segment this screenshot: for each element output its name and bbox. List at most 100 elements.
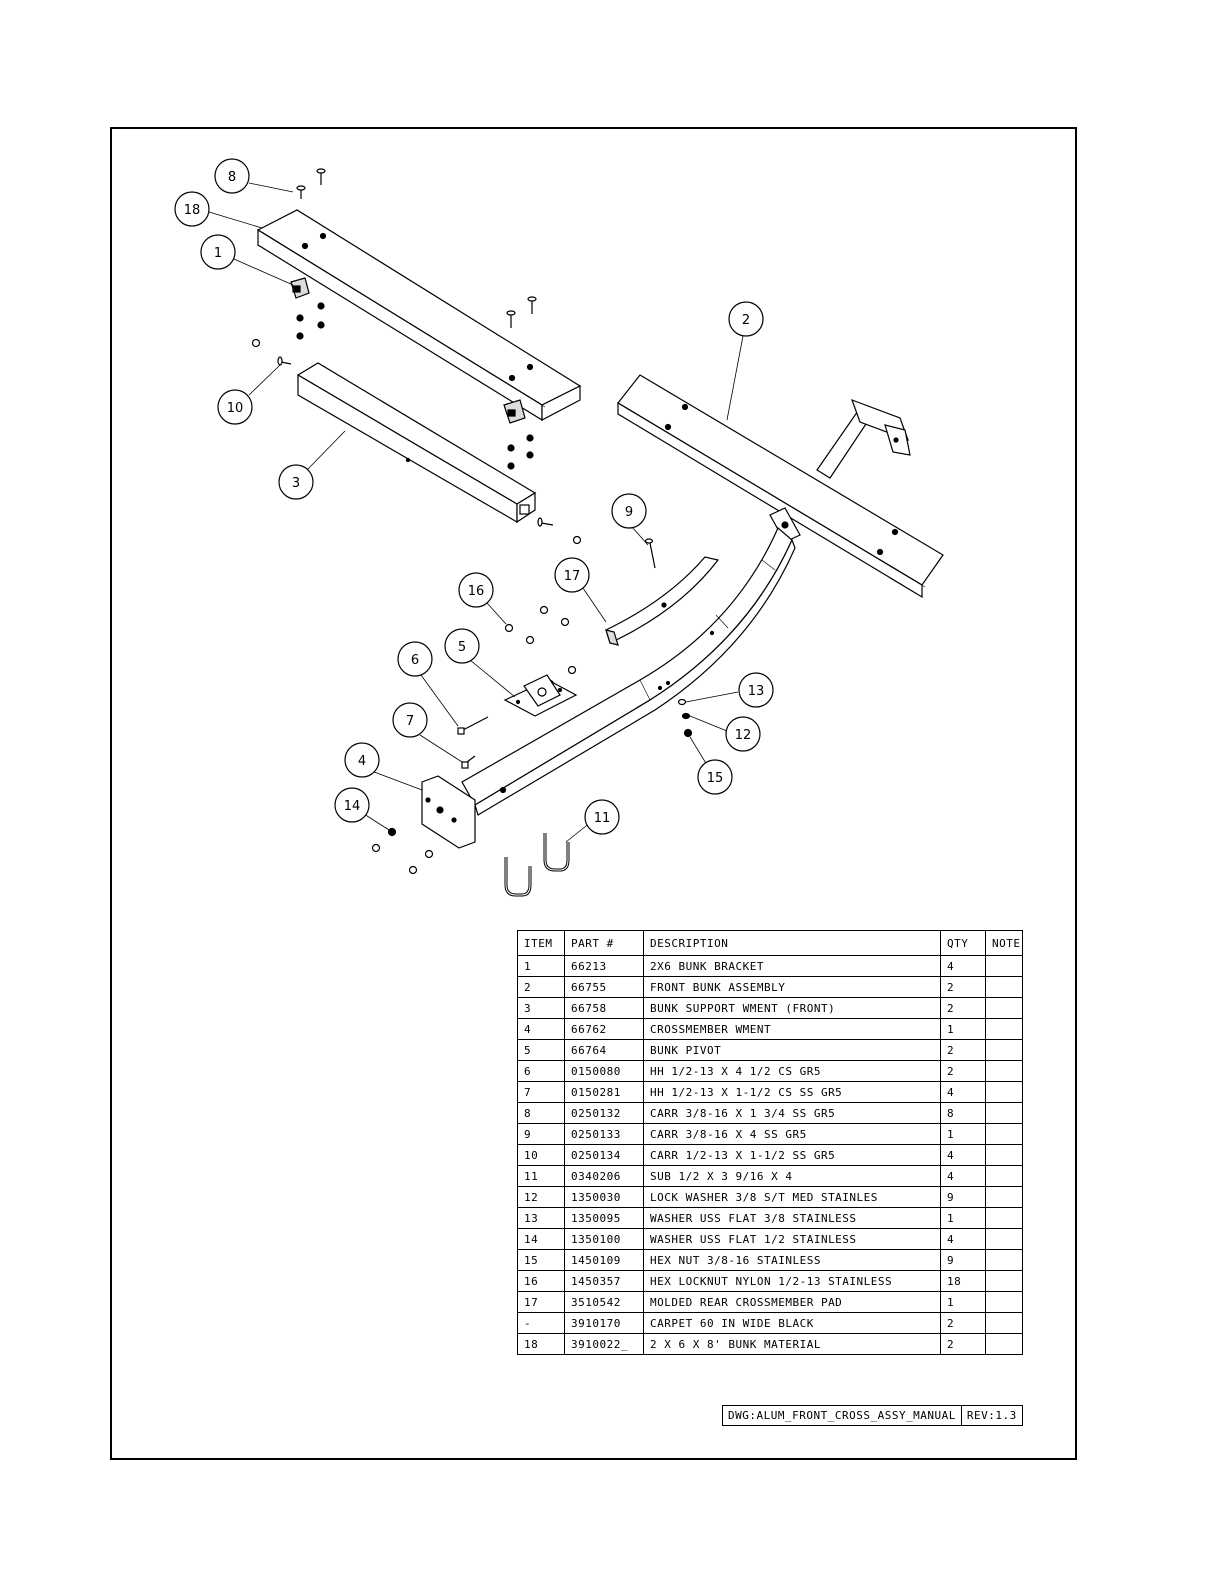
bom-cell-part: 1450109 xyxy=(564,1249,644,1271)
revision-label: REV:1.3 xyxy=(960,1406,1022,1425)
bom-cell-description: HEX NUT 3/8-16 STAINLESS xyxy=(643,1249,941,1271)
bom-cell-description: WASHER USS FLAT 3/8 STAINLESS xyxy=(643,1207,941,1229)
washers-part-14 xyxy=(371,827,434,875)
bom-cell-description: SUB 1/2 X 3 9/16 X 4 xyxy=(643,1165,941,1187)
bom-cell-note xyxy=(985,1249,1023,1271)
svg-text:15: 15 xyxy=(707,771,724,786)
title-block: DWG:ALUM_FRONT_CROSS_ASSY_MANUAL REV:1.3 xyxy=(722,1405,1023,1426)
bom-cell-qty: 2 xyxy=(940,1039,986,1061)
bom-cell-note xyxy=(985,1270,1023,1292)
svg-text:3: 3 xyxy=(292,476,300,491)
bom-cell-item: 10 xyxy=(517,1144,565,1166)
bom-cell-note xyxy=(985,1312,1023,1334)
bom-cell-item: 18 xyxy=(517,1333,565,1355)
bom-cell-description: CARPET 60 IN WIDE BLACK xyxy=(643,1312,941,1334)
bom-cell-note xyxy=(985,1081,1023,1103)
bom-cell-description: HEX LOCKNUT NYLON 1/2-13 STAINLESS xyxy=(643,1270,941,1292)
bom-cell-qty: 1 xyxy=(940,1123,986,1145)
bom-cell-note xyxy=(985,1102,1023,1124)
bom-cell-note xyxy=(985,1228,1023,1250)
callout-5: 5 xyxy=(444,628,480,664)
bom-cell-item: 12 xyxy=(517,1186,565,1208)
callout-balloons: 8 18 1 10 3 2 9 17 16 5 6 7 4 14 13 xyxy=(174,158,774,835)
bom-cell-description: HH 1/2-13 X 4 1/2 CS GR5 xyxy=(643,1060,941,1082)
callout-6: 6 xyxy=(397,641,433,677)
bom-cell-item: 4 xyxy=(517,1018,565,1040)
bunk-pivot-part-5 xyxy=(503,674,578,717)
bom-cell-note xyxy=(985,1123,1023,1145)
callout-2: 2 xyxy=(728,301,764,337)
hex-bolt-part-6 xyxy=(457,716,489,735)
callout-7: 7 xyxy=(392,702,428,738)
callout-8: 8 xyxy=(214,158,250,194)
bom-cell-qty: 9 xyxy=(940,1249,986,1271)
bom-cell-description: CARR 3/8-16 X 1 3/4 SS GR5 xyxy=(643,1102,941,1124)
bom-cell-description: FRONT BUNK ASSEMBLY xyxy=(643,976,941,998)
bom-cell-note xyxy=(985,1165,1023,1187)
bom-cell-qty: 4 xyxy=(940,1165,986,1187)
bunk-board-part-18 xyxy=(256,209,582,422)
bom-cell-part: 3510542 xyxy=(564,1291,644,1313)
bom-cell-part: 66213 xyxy=(564,955,644,977)
callout-16: 16 xyxy=(458,572,494,608)
bom-cell-part: 3910022_ xyxy=(564,1333,644,1355)
svg-text:5: 5 xyxy=(458,640,466,655)
svg-text:13: 13 xyxy=(748,684,765,699)
bom-cell-description: BUNK SUPPORT WMENT (FRONT) xyxy=(643,997,941,1019)
callout-4: 4 xyxy=(344,742,380,778)
bom-cell-part: 0340206 xyxy=(564,1165,644,1187)
svg-text:7: 7 xyxy=(406,714,414,729)
bom-cell-item: 8 xyxy=(517,1102,565,1124)
bom-cell-description: 2 X 6 X 8' BUNK MATERIAL xyxy=(643,1333,941,1355)
bom-cell-item: 11 xyxy=(517,1165,565,1187)
bom-cell-note xyxy=(985,955,1023,977)
bom-cell-part: 66764 xyxy=(564,1039,644,1061)
callout-3: 3 xyxy=(278,464,314,500)
bom-cell-qty: 9 xyxy=(940,1186,986,1208)
bom-cell-part: 0250133 xyxy=(564,1123,644,1145)
bom-cell-note xyxy=(985,1207,1023,1229)
bom-cell-note xyxy=(985,1186,1023,1208)
svg-text:11: 11 xyxy=(594,811,611,826)
bom-cell-item: 15 xyxy=(517,1249,565,1271)
hex-bolt-part-7 xyxy=(461,755,476,769)
callout-17: 17 xyxy=(554,557,590,593)
callout-15: 15 xyxy=(697,759,733,795)
bom-cell-item: 6 xyxy=(517,1060,565,1082)
callout-13: 13 xyxy=(738,672,774,708)
callout-12: 12 xyxy=(725,716,761,752)
locknuts-part-16 xyxy=(504,605,577,689)
bom-cell-part: 0250134 xyxy=(564,1144,644,1166)
bom-cell-description: LOCK WASHER 3/8 S/T MED STAINLES xyxy=(643,1186,941,1208)
bunk-support-part-3 xyxy=(296,362,537,524)
svg-text:4: 4 xyxy=(358,754,366,769)
crossmember-pad-part-17 xyxy=(605,556,720,646)
bom-cell-item: 16 xyxy=(517,1270,565,1292)
bom-cell-note xyxy=(985,1060,1023,1082)
bom-cell-item: 3 xyxy=(517,997,565,1019)
svg-text:2: 2 xyxy=(742,313,750,328)
bom-cell-description: MOLDED REAR CROSSMEMBER PAD xyxy=(643,1291,941,1313)
bom-header-part: PART # xyxy=(564,930,644,956)
bom-header-item: ITEM xyxy=(517,930,565,956)
svg-text:16: 16 xyxy=(468,584,485,599)
bom-cell-item: 17 xyxy=(517,1291,565,1313)
hardware-cluster-upper xyxy=(251,302,582,545)
bom-cell-description: WASHER USS FLAT 1/2 STAINLESS xyxy=(643,1228,941,1250)
bom-cell-part: 0250132 xyxy=(564,1102,644,1124)
bom-cell-part: 1350030 xyxy=(564,1186,644,1208)
bom-cell-qty: 8 xyxy=(940,1102,986,1124)
bom-cell-note xyxy=(985,976,1023,998)
front-bunk-assembly-part-2 xyxy=(617,374,944,599)
